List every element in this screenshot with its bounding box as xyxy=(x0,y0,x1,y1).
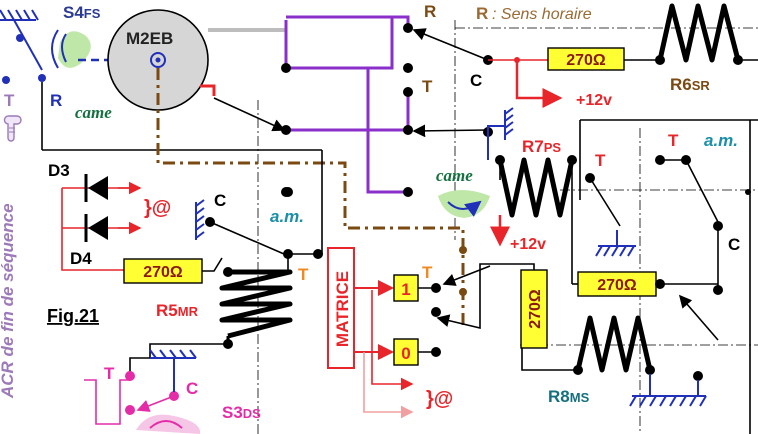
r7-resistor-coil xyxy=(497,157,575,218)
matrix-output-1-label: 1 xyxy=(401,280,410,299)
s4-contact-dot xyxy=(38,74,46,82)
matrix-box xyxy=(327,247,355,369)
matrix-label: MATRICE xyxy=(333,271,352,347)
ground-hatch-icon xyxy=(504,107,514,140)
diode-d4-label: D4 xyxy=(70,249,92,268)
contact-c-right: C xyxy=(728,235,740,254)
s4-contact-dot xyxy=(2,76,10,84)
contact-c-top: C xyxy=(470,71,482,90)
cam-linkage xyxy=(156,68,465,330)
pointing-hand-icon xyxy=(3,115,22,142)
s4-contact-dot xyxy=(16,34,24,42)
r8-label: R8MS xyxy=(548,387,590,406)
motor-label: M2EB xyxy=(126,29,173,48)
supply-12v-top: +12v xyxy=(576,92,612,109)
matrix-output-0-label: 0 xyxy=(401,344,410,363)
resistor-270-top xyxy=(547,47,625,71)
r8-resistor-coil xyxy=(575,315,653,373)
s4-label: S4FS xyxy=(63,3,101,22)
came-label-mid: came xyxy=(436,166,473,185)
s3-t-label: T xyxy=(104,364,115,383)
reversing-wiring xyxy=(284,15,410,194)
ground-hatch-icon xyxy=(195,199,205,240)
r6-resistor-coil xyxy=(657,3,741,63)
resistor-270-left-label: 270Ω xyxy=(143,264,183,281)
ground-hatch-icon xyxy=(595,230,636,257)
ground-hatch-icon xyxy=(629,374,707,407)
contact-am-mid: a.m. xyxy=(270,207,304,226)
r5-resistor-coil xyxy=(219,269,293,339)
diode-at-top: }@ xyxy=(144,197,171,219)
r5-label: R5MR xyxy=(156,301,199,320)
diode-at-bottom: }@ xyxy=(426,388,453,410)
came-cam-icon xyxy=(438,190,490,218)
resistor-270-left xyxy=(123,258,203,284)
ground-hatch-icon xyxy=(149,349,197,392)
contact-am-right: a.m. xyxy=(704,131,738,150)
supply-12v-mid: +12v xyxy=(510,236,546,253)
contact-r-top: R xyxy=(424,2,436,21)
resistor-270-top-label: 270Ω xyxy=(566,52,606,69)
came-cam-icon xyxy=(136,414,201,434)
s4-r-label: R xyxy=(50,91,62,110)
diode-d3-label: D3 xyxy=(48,161,70,180)
matrix-output-1 xyxy=(393,274,419,302)
came-label-top: came xyxy=(75,103,112,122)
contact-t-r7: T xyxy=(595,151,606,170)
came-cam-icon xyxy=(51,29,91,69)
r6-label: R6SR xyxy=(670,75,710,94)
contact-c-mid: C xyxy=(214,191,226,210)
s3-label: S3DS xyxy=(222,403,261,422)
s3-c-label: C xyxy=(186,379,198,398)
svg-text:×: × xyxy=(378,343,386,359)
vertical-caption: ACR de fin de séquence xyxy=(0,203,17,399)
resistor-270-vertical xyxy=(520,269,548,349)
ground-hatch-icon xyxy=(0,9,39,21)
contact-t-right: T xyxy=(668,131,679,150)
figure-label: Fig.21 xyxy=(47,306,99,326)
legend-r: R xyxy=(476,4,488,23)
t-left-label: T xyxy=(4,91,15,110)
matrix-t-label: T xyxy=(422,263,433,282)
r7-label: R7PS xyxy=(522,137,561,156)
legend-sens-horaire: : Sens horaire xyxy=(492,6,592,23)
resistor-270-right-label: 270Ω xyxy=(597,277,637,294)
motor-shaft xyxy=(150,52,166,68)
contact-t-top: T xyxy=(422,77,433,96)
contact-t-mid: T xyxy=(298,265,309,284)
resistor-270-vertical-label: 270Ω xyxy=(527,289,544,329)
